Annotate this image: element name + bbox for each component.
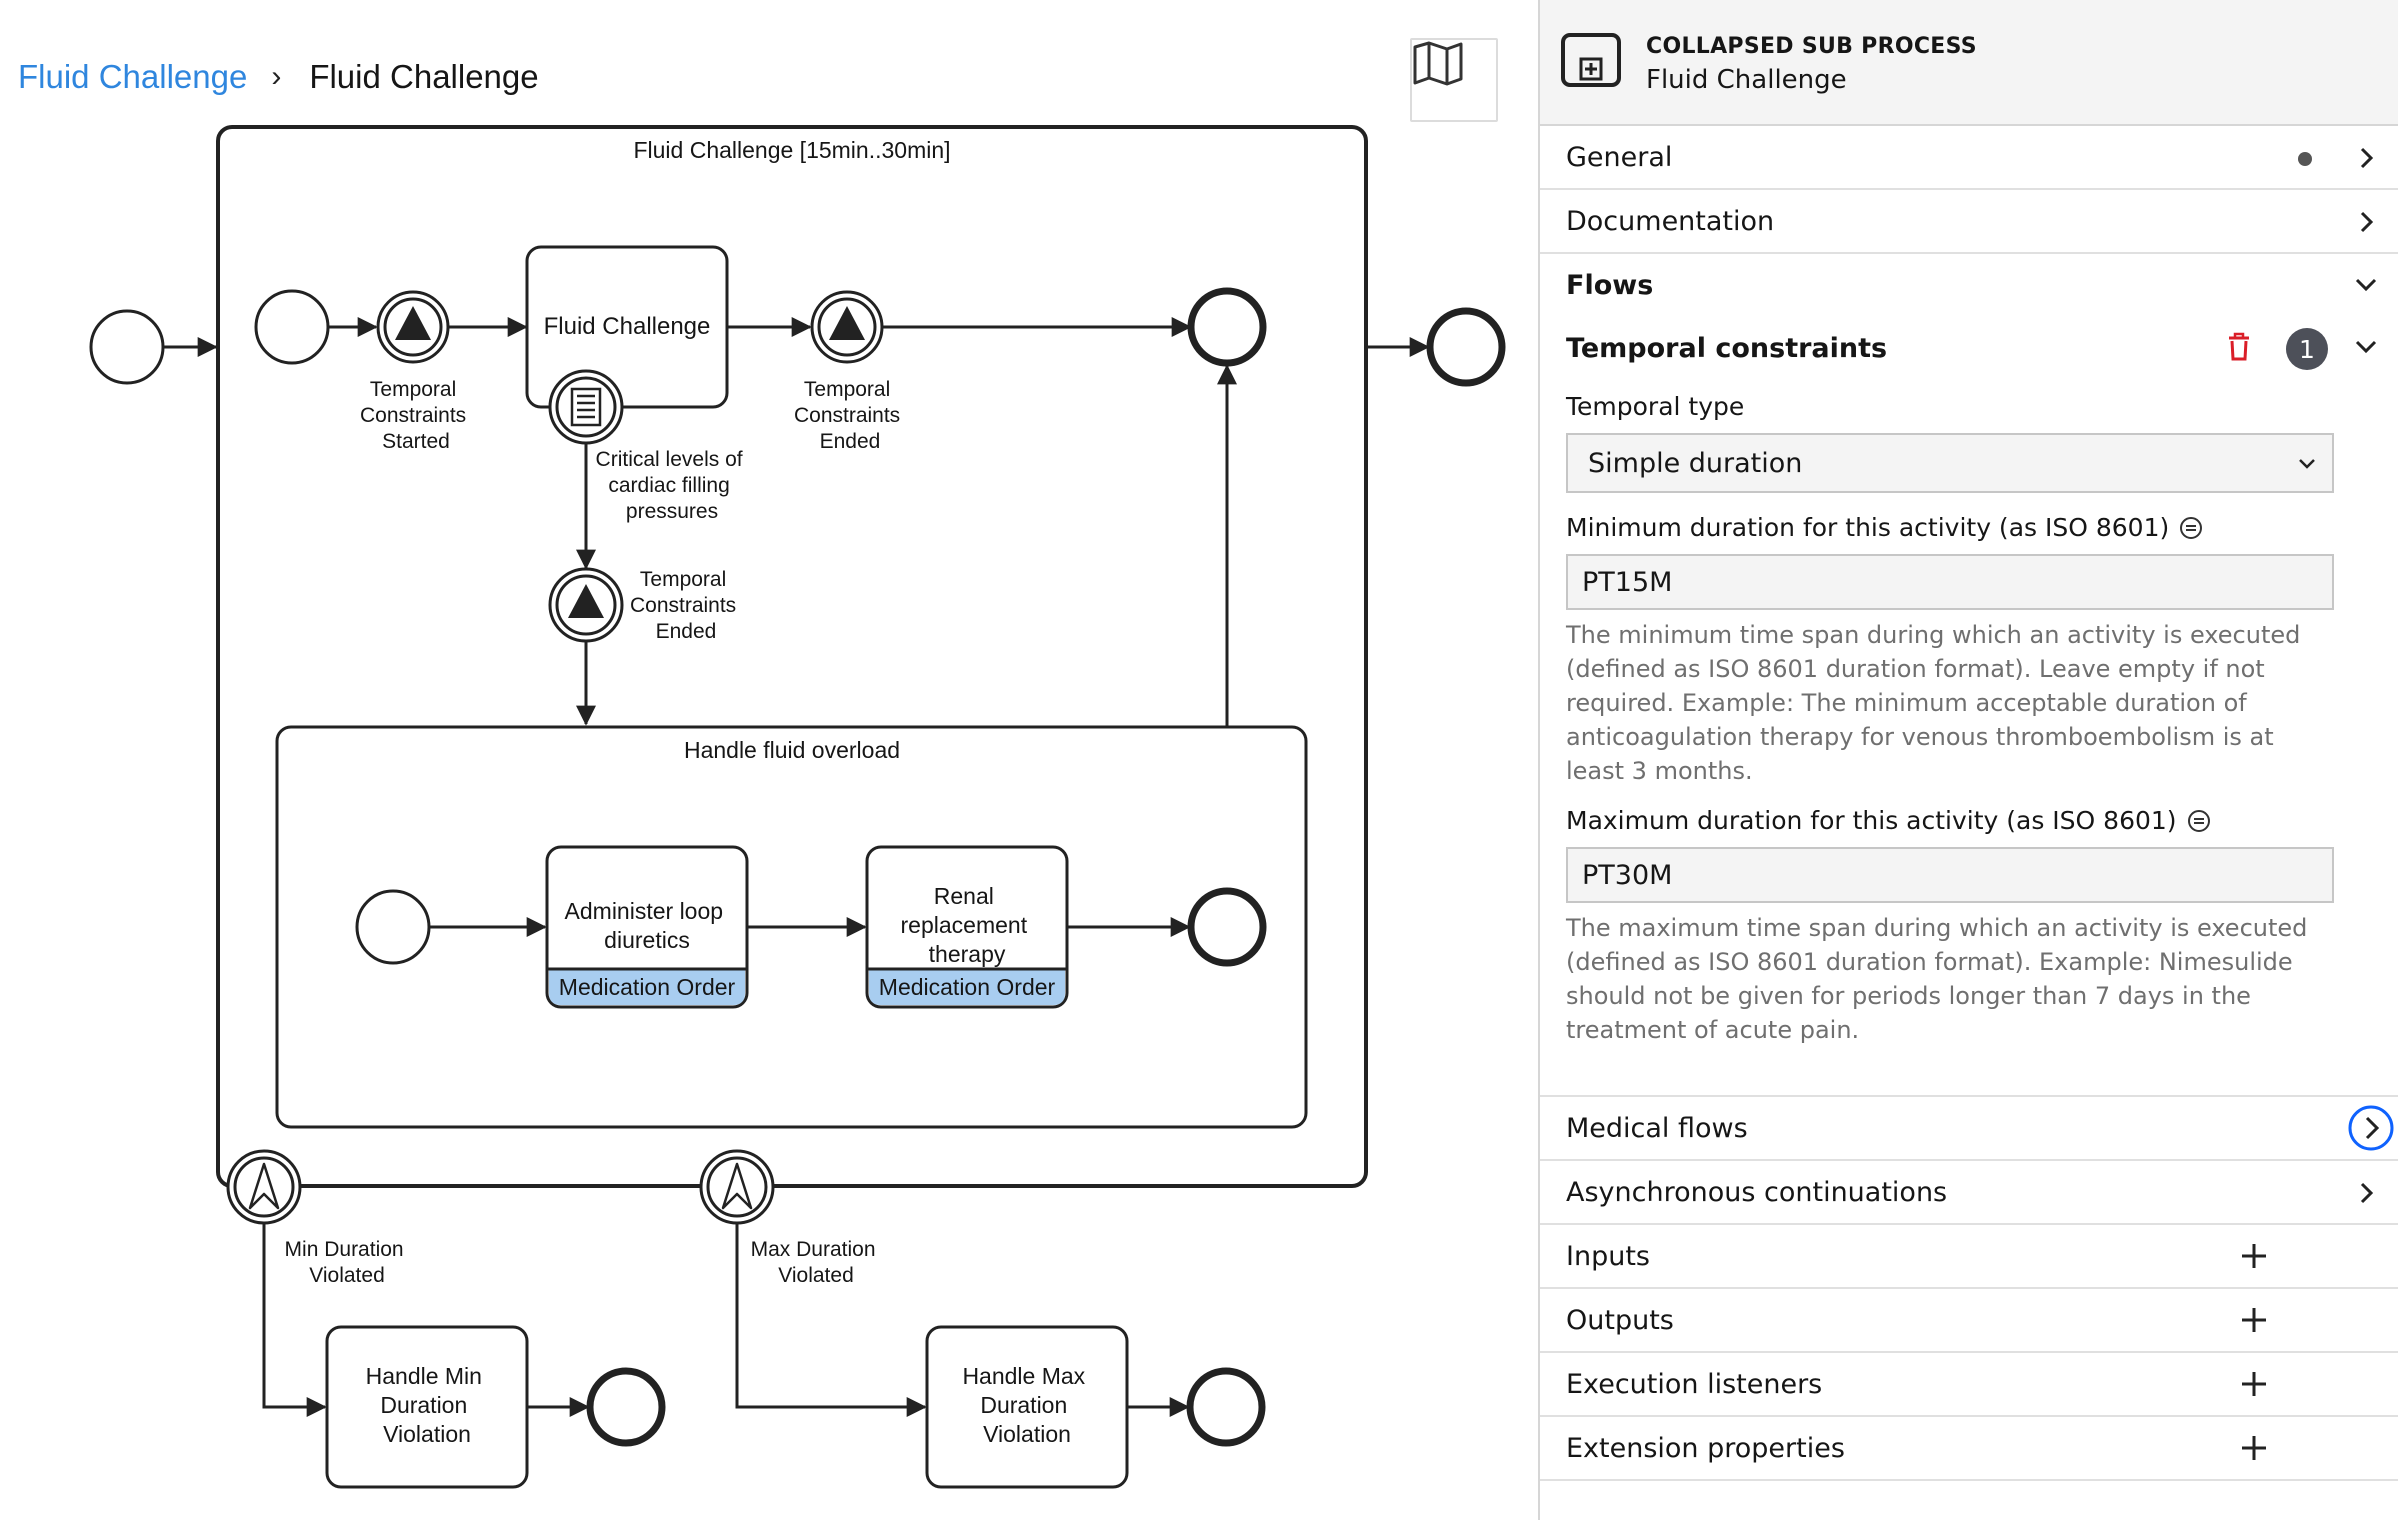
- medication-order-label: Medication Order: [879, 974, 1056, 1000]
- renal-task-label: Renal replacement therapy: [901, 883, 1034, 967]
- subprocess-fluid-challenge[interactable]: [216, 125, 1368, 1188]
- temporal-count-badge: 1: [2286, 328, 2328, 370]
- condition-label: Critical levels of cardiac filling press…: [596, 448, 749, 523]
- diagram-canvas[interactable]: Fluid Challenge › Fluid Challenge: [0, 0, 1538, 1520]
- max-violation-end-event[interactable]: [1186, 1367, 1266, 1447]
- diuretics-task-label: Administer loop diuretics: [565, 898, 730, 953]
- breadcrumb: Fluid Challenge › Fluid Challenge: [18, 58, 539, 96]
- outer-subprocess-label: Fluid Challenge [15min..30min]: [633, 137, 950, 163]
- add-plus-icon[interactable]: [2240, 1306, 2268, 1334]
- group-flows-label: Flows: [1566, 269, 1654, 301]
- max-violated-label: Max Duration Violated: [751, 1238, 882, 1287]
- medication-order-band: [869, 969, 1065, 1005]
- add-plus-icon[interactable]: [2240, 1434, 2268, 1462]
- group-outputs[interactable]: Outputs: [1540, 1289, 2398, 1353]
- inner-start-event[interactable]: [254, 289, 330, 365]
- group-outputs-label: Outputs: [1566, 1304, 1674, 1336]
- min-violated-label: Min Duration Violated: [285, 1238, 410, 1287]
- medication-order-label: Medication Order: [559, 974, 736, 1000]
- min-violation-end-event[interactable]: [586, 1367, 666, 1447]
- max-duration-input[interactable]: PT30M: [1566, 847, 2334, 903]
- chevron-right-icon: [2360, 147, 2374, 169]
- triangle-signal-icon: [568, 584, 604, 618]
- fluid-task-label: Fluid Challenge: [544, 313, 711, 340]
- group-documentation[interactable]: Documentation: [1540, 190, 2398, 254]
- breadcrumb-separator-icon: ›: [271, 60, 282, 93]
- escalation-arrow-icon: [248, 1162, 280, 1210]
- data-marker-dot-icon: [2298, 152, 2312, 166]
- group-temporal-label: Temporal constraints: [1566, 332, 1888, 364]
- group-general-label: General: [1566, 141, 1673, 173]
- group-inputs-label: Inputs: [1566, 1240, 1650, 1272]
- element-type: COLLAPSED SUB PROCESS: [1646, 34, 1977, 59]
- inner-end-event[interactable]: [1187, 287, 1267, 367]
- subprocess-handle-fluid-overload[interactable]: [275, 725, 1308, 1129]
- overload-start-event[interactable]: [355, 889, 431, 965]
- temporal-type-label: Temporal type: [1566, 392, 1745, 421]
- max-duration-label: Maximum duration for this activity (as I…: [1566, 806, 2334, 835]
- chevron-down-icon: [2355, 278, 2377, 292]
- outer-start-event[interactable]: [89, 309, 165, 385]
- panel-header: COLLAPSED SUB PROCESS Fluid Challenge: [1540, 0, 2398, 126]
- feel-expression-icon[interactable]: [2179, 516, 2203, 540]
- min-duration-label: Minimum duration for this activity (as I…: [1566, 513, 2334, 542]
- group-execution-listeners[interactable]: Execution listeners: [1540, 1353, 2398, 1417]
- chevron-right-circle-icon[interactable]: [2348, 1105, 2394, 1151]
- add-plus-icon[interactable]: [2240, 1370, 2268, 1398]
- handle-max-label: Handle Max Duration Violation: [962, 1363, 1091, 1447]
- group-listeners-label: Execution listeners: [1566, 1368, 1823, 1400]
- group-medical-flows[interactable]: Medical flows: [1540, 1097, 2398, 1161]
- escalation-arrow-icon: [721, 1162, 753, 1210]
- chevron-right-icon: [2360, 211, 2374, 233]
- feel-expression-icon[interactable]: [2187, 809, 2211, 833]
- group-general[interactable]: General: [1540, 126, 2398, 190]
- group-medical-flows-label: Medical flows: [1566, 1112, 1748, 1144]
- temporal-constraints-entries: Temporal type Simple duration Minimum du…: [1540, 392, 2398, 1097]
- temporal-ended-label-middle: Temporal Constraints Ended: [630, 568, 742, 643]
- triangle-signal-icon: [829, 306, 865, 340]
- collapsed-subprocess-icon: [1561, 33, 1621, 87]
- group-async-continuations[interactable]: Asynchronous continuations: [1540, 1161, 2398, 1225]
- map-icon: [1413, 41, 1463, 86]
- group-documentation-label: Documentation: [1566, 205, 1775, 237]
- element-name: Fluid Challenge: [1646, 65, 1847, 95]
- group-flows[interactable]: Flows: [1540, 254, 2398, 316]
- chevron-down-icon: [2355, 340, 2377, 354]
- properties-panel: COLLAPSED SUB PROCESS Fluid Challenge Ge…: [1538, 0, 2398, 1520]
- min-duration-description: The minimum time span during which an ac…: [1566, 621, 2301, 785]
- triangle-signal-icon: [395, 306, 431, 340]
- minimap-toggle-button[interactable]: [1410, 38, 1498, 122]
- group-temporal-constraints[interactable]: Temporal constraints 1: [1540, 316, 2398, 380]
- chevron-right-icon: [2360, 1182, 2374, 1204]
- group-async-label: Asynchronous continuations: [1566, 1176, 1948, 1208]
- delete-trash-icon[interactable]: [2226, 332, 2252, 362]
- conditional-document-icon: [570, 387, 602, 427]
- temporal-started-label: Temporal Constraints Started: [360, 378, 472, 453]
- group-inputs[interactable]: Inputs: [1540, 1225, 2398, 1289]
- group-extension-properties[interactable]: Extension properties: [1540, 1417, 2398, 1481]
- min-duration-input[interactable]: PT15M: [1566, 554, 2334, 610]
- temporal-ended-label-top: Temporal Constraints Ended: [794, 378, 906, 453]
- chevron-down-icon: [2299, 459, 2315, 469]
- breadcrumb-current: Fluid Challenge: [309, 58, 539, 95]
- temporal-type-select[interactable]: Simple duration: [1566, 433, 2334, 493]
- medication-order-band: [549, 969, 745, 1005]
- outer-end-event[interactable]: [1426, 307, 1506, 387]
- inner-subprocess-label: Handle fluid overload: [684, 737, 900, 763]
- max-duration-description: The maximum time span during which an ac…: [1566, 914, 2308, 1044]
- handle-min-label: Handle Min Duration Violation: [366, 1363, 489, 1447]
- breadcrumb-root-link[interactable]: Fluid Challenge: [18, 58, 248, 95]
- temporal-type-value: Simple duration: [1588, 447, 1803, 479]
- group-extension-label: Extension properties: [1566, 1432, 1845, 1464]
- add-plus-icon[interactable]: [2240, 1242, 2268, 1270]
- overload-end-event[interactable]: [1187, 887, 1267, 967]
